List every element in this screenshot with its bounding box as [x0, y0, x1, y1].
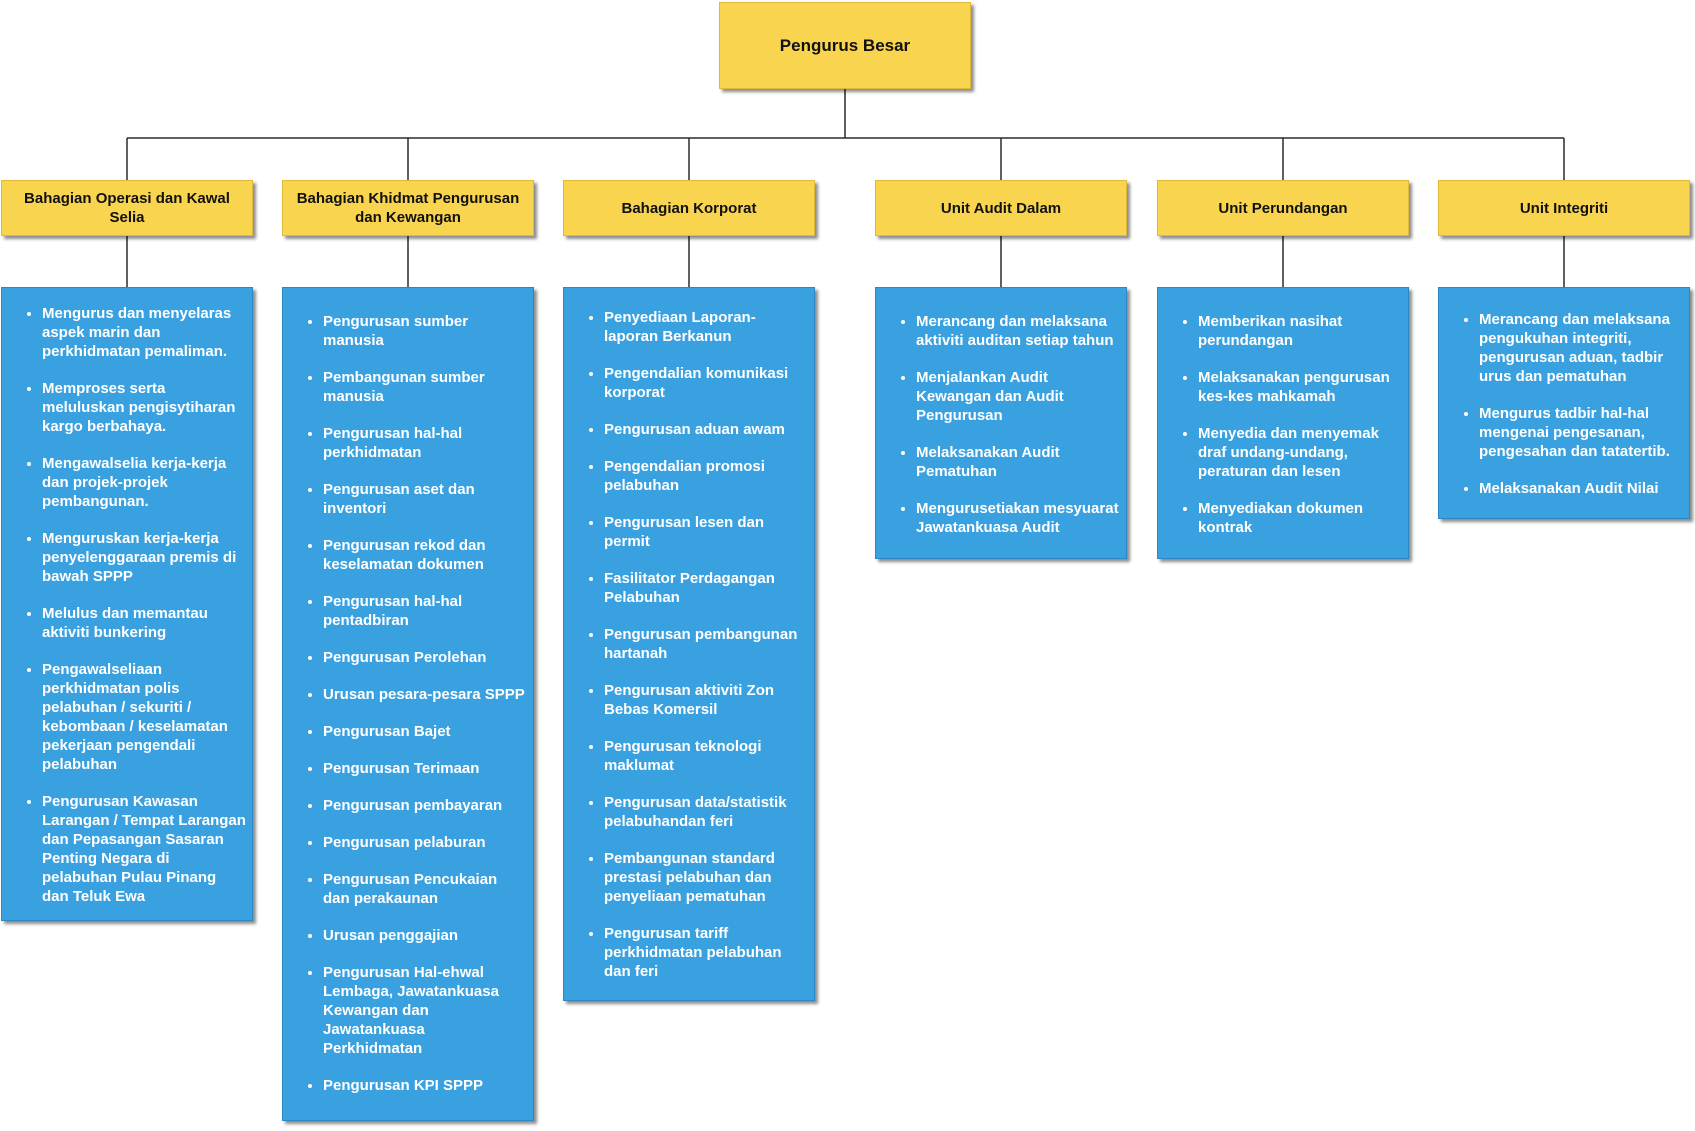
list-item: Pembangunan standard prestasi pelabuhan …: [604, 849, 808, 906]
list-item: Urusan pesara-pesara SPPP: [323, 685, 527, 704]
list-item: Pengurusan Hal-ehwal Lembaga, Jawatankua…: [323, 963, 527, 1058]
list-item: Fasilitator Perdagangan Pelabuhan: [604, 569, 808, 607]
list-item: Pengurusan pembayaran: [323, 796, 527, 815]
dept-functions-perundangan: Memberikan nasihat perundangan Melaksana…: [1157, 287, 1409, 559]
list-item: Melaksanakan Audit Nilai: [1479, 479, 1683, 498]
dept-title: Bahagian Korporat: [621, 199, 757, 217]
root-title: Pengurus Besar: [779, 36, 911, 55]
list-item: Pengurusan pembangunan hartanah: [604, 625, 808, 663]
function-list: Memberikan nasihat perundangan Melaksana…: [1158, 312, 1408, 537]
list-item: Menyediakan dokumen kontrak: [1198, 499, 1402, 537]
dept-title: Unit Perundangan: [1218, 199, 1348, 217]
function-list: Pengurusan sumber manusia Pembangunan su…: [283, 312, 533, 1095]
list-item: Pengendalian promosi pelabuhan: [604, 457, 808, 495]
list-item: Pengurusan Kawasan Larangan / Tempat Lar…: [42, 792, 246, 906]
list-item: Pengurusan sumber manusia: [323, 312, 527, 350]
dept-title: Unit Audit Dalam: [940, 199, 1062, 217]
list-item: Pengurusan Perolehan: [323, 648, 527, 667]
dept-header-audit: Unit Audit Dalam: [875, 180, 1127, 236]
list-item: Pengurusan pelaburan: [323, 833, 527, 852]
list-item: Pengurusan Terimaan: [323, 759, 527, 778]
list-item: Urusan penggajian: [323, 926, 527, 945]
list-item: Pengurusan lesen dan permit: [604, 513, 808, 551]
list-item: Melaksanakan Audit Pematuhan: [916, 443, 1120, 481]
list-item: Mengurus tadbir hal-hal mengenai pengesa…: [1479, 404, 1683, 461]
list-item: Pengurusan hal-hal pentadbiran: [323, 592, 527, 630]
list-item: Merancang dan melaksana aktiviti auditan…: [916, 312, 1120, 350]
list-item: Pengurusan tariff perkhidmatan pelabuhan…: [604, 924, 808, 981]
dept-functions-operasi: Mengurus dan menyelaras aspek marin dan …: [1, 287, 253, 921]
list-item: Pengurusan aset dan inventori: [323, 480, 527, 518]
dept-title: Bahagian Operasi dan Kawal Selia: [24, 190, 230, 226]
list-item: Merancang dan melaksana pengukuhan integ…: [1479, 310, 1683, 386]
list-item: Melulus dan memantau aktiviti bunkering: [42, 604, 246, 642]
function-list: Mengurus dan menyelaras aspek marin dan …: [2, 304, 252, 906]
list-item: Pengawalseliaan perkhidmatan polis pelab…: [42, 660, 246, 774]
list-item: Mengurusetiakan mesyuarat Jawatankuasa A…: [916, 499, 1120, 537]
list-item: Menguruskan kerja-kerja penyelenggaraan …: [42, 529, 246, 586]
root-box: Pengurus Besar: [719, 2, 971, 89]
function-list: Merancang dan melaksana aktiviti auditan…: [876, 312, 1126, 537]
list-item: Mengawalselia kerja-kerja dan projek-pro…: [42, 454, 246, 511]
dept-title: Bahagian Khidmat Pengurusan dan Kewangan: [296, 190, 520, 226]
dept-functions-audit: Merancang dan melaksana aktiviti auditan…: [875, 287, 1127, 559]
list-item: Pengurusan aktiviti Zon Bebas Komersil: [604, 681, 808, 719]
list-item: Pengurusan Pencukaian dan perakaunan: [323, 870, 527, 908]
list-item: Pengurusan rekod dan keselamatan dokumen: [323, 536, 527, 574]
dept-header-operasi: Bahagian Operasi dan Kawal Selia: [1, 180, 253, 236]
list-item: Memberikan nasihat perundangan: [1198, 312, 1402, 350]
dept-title: Unit Integriti: [1519, 199, 1609, 217]
list-item: Pengurusan data/statistik pelabuhandan f…: [604, 793, 808, 831]
dept-header-korporat: Bahagian Korporat: [563, 180, 815, 236]
list-item: Melaksanakan pengurusan kes-kes mahkamah: [1198, 368, 1402, 406]
list-item: Memproses serta meluluskan pengisytihara…: [42, 379, 246, 436]
list-item: Mengurus dan menyelaras aspek marin dan …: [42, 304, 246, 361]
list-item: Pengurusan KPI SPPP: [323, 1076, 527, 1095]
list-item: Pengurusan teknologi maklumat: [604, 737, 808, 775]
dept-functions-korporat: Penyediaan Laporan-laporan Berkanun Peng…: [563, 287, 815, 1001]
list-item: Pengurusan Bajet: [323, 722, 527, 741]
function-list: Penyediaan Laporan-laporan Berkanun Peng…: [564, 308, 814, 981]
list-item: Pengendalian komunikasi korporat: [604, 364, 808, 402]
list-item: Penyediaan Laporan-laporan Berkanun: [604, 308, 808, 346]
list-item: Pengurusan hal-hal perkhidmatan: [323, 424, 527, 462]
list-item: Pengurusan aduan awam: [604, 420, 808, 439]
list-item: Pembangunan sumber manusia: [323, 368, 527, 406]
dept-functions-integriti: Merancang dan melaksana pengukuhan integ…: [1438, 287, 1690, 519]
function-list: Merancang dan melaksana pengukuhan integ…: [1439, 310, 1689, 498]
list-item: Menyedia dan menyemak draf undang-undang…: [1198, 424, 1402, 481]
list-item: Menjalankan Audit Kewangan dan Audit Pen…: [916, 368, 1120, 425]
dept-header-integriti: Unit Integriti: [1438, 180, 1690, 236]
dept-header-khidmat: Bahagian Khidmat Pengurusan dan Kewangan: [282, 180, 534, 236]
dept-functions-khidmat: Pengurusan sumber manusia Pembangunan su…: [282, 287, 534, 1121]
dept-header-perundangan: Unit Perundangan: [1157, 180, 1409, 236]
